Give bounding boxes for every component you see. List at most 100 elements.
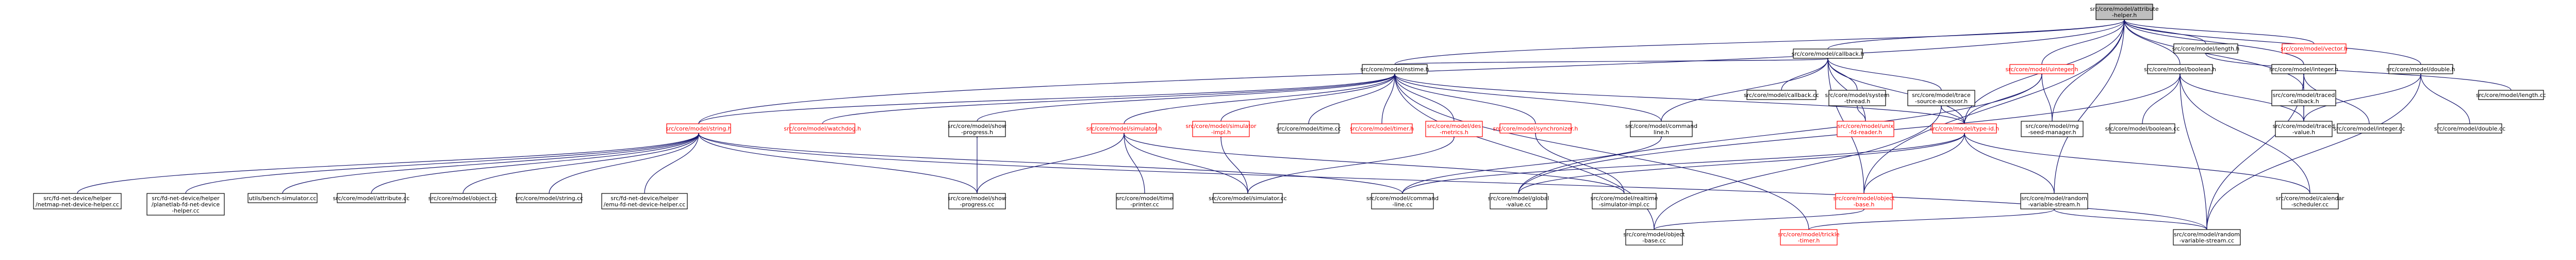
node-box xyxy=(1371,193,1434,209)
node-box xyxy=(2021,121,2084,137)
node-fd-net-emu-helper[interactable]: src/fd-net-device/helper/emu-fd-net-devi… xyxy=(601,193,688,209)
node-label: src/core/model/command xyxy=(1625,123,1697,129)
edge-callback-h-to-unix-fd-reader-h xyxy=(1828,59,1866,122)
node-label: src/core/model/string.cc xyxy=(515,195,583,202)
node-object-cc[interactable]: src/core/model/object.cc xyxy=(428,193,498,203)
node-calendar-scheduler-cc[interactable]: src/core/model/calendar-scheduler.cc xyxy=(2275,193,2344,209)
node-label: -scheduler.cc xyxy=(2291,201,2329,208)
node-time-cc[interactable]: src/core/model/time.cc xyxy=(1276,123,1341,134)
edge-nstime-h-to-time-cc xyxy=(1308,74,1395,124)
node-command-line-cc[interactable]: src/core/model/command-line.cc xyxy=(1366,193,1439,209)
node-realtime-simulator-impl-cc[interactable]: src/core/model/realtime-simulator-impl.c… xyxy=(1591,193,1658,209)
node-box xyxy=(2173,43,2238,54)
edge-nstime-h-to-des-metrics-h xyxy=(1395,74,1455,122)
node-label: src/core/model/command xyxy=(1366,195,1439,202)
node-label: src/core/model/double.cc xyxy=(2434,125,2505,132)
node-label: src/core/model/system xyxy=(1825,92,1889,99)
node-box xyxy=(430,193,496,203)
edge-callback-h-to-command-line-h xyxy=(1661,59,1828,122)
node-callback-h[interactable]: src/core/model/callback.h xyxy=(1792,48,1864,59)
node-box xyxy=(2095,4,2153,20)
node-global-value-cc[interactable]: src/core/model/global-value.cc xyxy=(1488,193,1549,209)
node-box xyxy=(337,193,406,203)
node-label: -thread.h xyxy=(1844,98,1871,105)
node-nstime-h[interactable]: src/core/model/nstime.h xyxy=(1360,64,1429,74)
node-label: -helper.cc xyxy=(172,207,200,214)
node-show-progress-cc[interactable]: src/core/model/show-progress.cc xyxy=(948,193,1006,209)
node-simulator-impl-h[interactable]: src/core/model/simulator-impl.h xyxy=(1185,121,1257,137)
node-box xyxy=(2282,43,2347,54)
node-label: /netmap-net-device-helper.cc xyxy=(36,201,119,208)
node-object-base-cc[interactable]: src/core/model/object-base.cc xyxy=(1623,229,1685,246)
node-integer-h[interactable]: src/core/model/integer.h xyxy=(2269,64,2338,74)
edge-command-line-h-to-command-line-cc xyxy=(1402,137,1661,194)
node-label: -variable-stream.h xyxy=(2028,201,2080,208)
node-integer-cc[interactable]: src/core/model/integer.cc xyxy=(2333,123,2405,134)
edge-nstime-h-to-type-id-h xyxy=(1395,74,1965,124)
edge-string-h-to-show-progress-cc xyxy=(699,134,978,194)
node-label: /emu-fd-net-device-helper.cc xyxy=(604,201,686,208)
node-time-printer-cc[interactable]: src/core/model/time-printer.cc xyxy=(1116,193,1174,209)
node-label: /planetlab-fd-net-device xyxy=(152,201,220,208)
node-label: src/core/model/integer.h xyxy=(2269,66,2338,73)
node-trace-source-accessor-h[interactable]: src/core/model/trace-source-accessor.h xyxy=(1907,90,1975,106)
node-label: -value.h xyxy=(2292,129,2315,136)
node-simulator-cc[interactable]: src/core/model/simulator.cc xyxy=(1209,193,1287,203)
node-label: src/core/model/show xyxy=(948,195,1006,202)
node-label: src/core/model/time.cc xyxy=(1276,125,1341,132)
node-synchronizer-h[interactable]: src/core/model/synchronizer.h xyxy=(1493,123,1578,134)
node-timer-h[interactable]: src/core/model/timer.h xyxy=(1350,123,1414,134)
node-fd-net-planetlab-helper[interactable]: src/fd-net-device/helper/planetlab-fd-ne… xyxy=(146,193,225,216)
node-length-h[interactable]: src/core/model/length.h xyxy=(2172,43,2240,54)
node-string-h[interactable]: src/core/model/string.h xyxy=(666,123,732,134)
node-traced-callback-h[interactable]: src/core/model/traced-callback.h xyxy=(2271,90,2336,106)
node-system-thread-h[interactable]: src/core/model/system-thread.h xyxy=(1825,90,1890,106)
node-attribute-cc[interactable]: src/core/model/attribute.cc xyxy=(333,193,410,203)
node-label: src/core/model/calendar xyxy=(2275,195,2344,202)
edge-type-id-h-to-object-base-h xyxy=(1863,134,1964,194)
node-label: src/core/model/simulator.cc xyxy=(1209,195,1287,202)
edge-root-to-vector-h xyxy=(2124,20,2315,44)
node-string-cc[interactable]: src/core/model/string.cc xyxy=(515,193,583,203)
node-watchdog-h[interactable]: src/core/model/watchdog.h xyxy=(784,123,861,134)
node-rng-seed-manager-h[interactable]: src/core/model/rng-seed-manager.h xyxy=(2021,121,2084,137)
node-box xyxy=(1625,229,1683,246)
node-random-variable-stream-h[interactable]: src/core/model/random-variable-stream.h xyxy=(2020,193,2088,209)
node-vector-h[interactable]: src/core/model/vector.h xyxy=(2281,43,2348,54)
node-double-cc[interactable]: src/core/model/double.cc xyxy=(2434,123,2505,134)
node-label: src/core/model/object xyxy=(1623,231,1685,238)
edge-system-thread-h-to-unix-fd-reader-h xyxy=(1857,106,1866,122)
node-simulator-h[interactable]: src/core/model/simulator.h xyxy=(1086,123,1162,134)
node-box xyxy=(2478,90,2544,100)
node-object-base-h[interactable]: src/core/model/object-base.h xyxy=(1833,193,1895,209)
node-des-metrics-h[interactable]: src/core/model/des-metrics.h xyxy=(1425,121,1483,137)
node-box xyxy=(2281,193,2339,209)
node-uinteger-h[interactable]: src/core/model/uinteger.h xyxy=(2005,64,2078,74)
node-label: -progress.cc xyxy=(960,201,994,208)
node-type-id-h[interactable]: src/core/model/type-id.h xyxy=(1930,123,1999,134)
node-label: src/core/model/object.cc xyxy=(428,195,498,202)
node-bench-simulator[interactable]: utils/bench-simulator.cc xyxy=(247,193,318,203)
node-unix-fd-reader-h[interactable]: src/core/model/unix-fd-reader.h xyxy=(1837,121,1894,137)
node-box xyxy=(1499,123,1572,134)
node-fd-net-netmap-helper[interactable]: src/fd-net-device/helper/netmap-net-devi… xyxy=(33,193,122,209)
node-label: -value.cc xyxy=(1506,201,1531,208)
node-trickle-timer-h[interactable]: src/core/model/trickle-timer.h xyxy=(1778,229,1840,246)
node-double-h[interactable]: src/core/model/double.h xyxy=(2386,64,2455,74)
edge-string-h-to-object-cc xyxy=(463,134,699,194)
node-show-progress-h[interactable]: src/core/model/show-progress.h xyxy=(948,121,1006,137)
edge-root-to-integer-h xyxy=(2124,20,2304,65)
node-traced-value-h[interactable]: src/core/model/traced-value.h xyxy=(2273,121,2335,137)
node-root[interactable]: src/core/model/attribute-helper.h xyxy=(2090,4,2159,20)
node-label: line.h xyxy=(1654,129,1669,136)
edge-nstime-h-to-timer-h xyxy=(1381,74,1395,124)
node-label: src/core/model/traced xyxy=(2273,123,2335,129)
node-boolean-h[interactable]: src/core/model/boolean.h xyxy=(2144,64,2216,74)
edge-double-h-to-double-cc xyxy=(2421,74,2470,124)
node-length-cc[interactable]: src/core/model/length.cc xyxy=(2476,90,2546,100)
node-random-variable-stream-cc[interactable]: src/core/model/random-variable-stream.cc xyxy=(2173,229,2241,246)
node-boolean-cc[interactable]: src/core/model/boolean.cc xyxy=(2105,123,2180,134)
node-label: src/core/model/time xyxy=(1116,195,1173,202)
node-callback-cc[interactable]: src/core/model/callback.cc xyxy=(1744,90,1819,100)
